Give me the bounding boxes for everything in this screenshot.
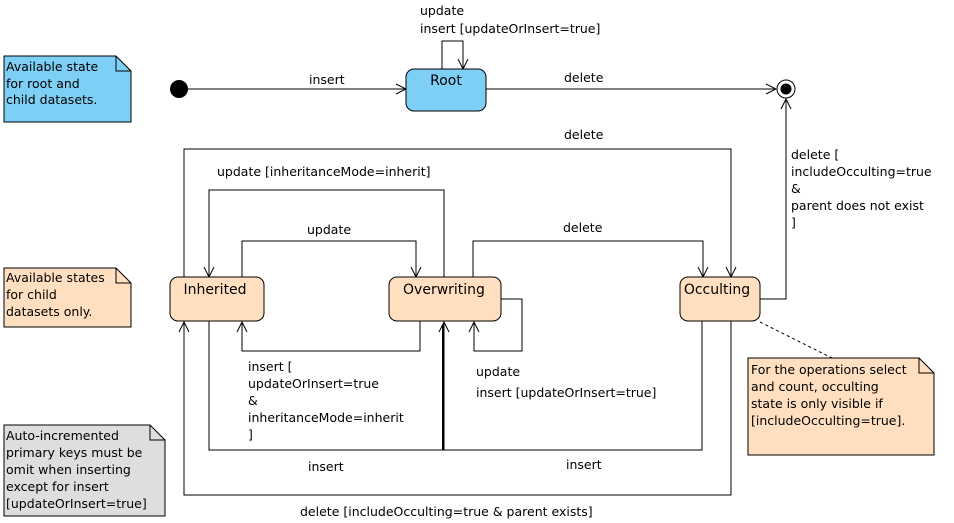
edge-overwriting-self-loop bbox=[474, 298, 523, 352]
note-occulting-visibility: For the operations select and count, occ… bbox=[747, 357, 935, 456]
note-child-line: datasets only. bbox=[6, 304, 92, 319]
note-occulting-line: For the operations select bbox=[751, 362, 907, 377]
edge-label-ow-insert: updateOrInsert=true bbox=[248, 376, 379, 391]
note-child-line: for child bbox=[6, 287, 57, 302]
edge-inherited-occulting-delete bbox=[183, 148, 731, 280]
edge-label-occulting-final: parent does not exist bbox=[791, 198, 924, 213]
edge-label-occ-insert: insert bbox=[566, 457, 602, 472]
state-overwriting-label: Overwriting bbox=[403, 282, 485, 298]
edge-label-ow-insert: inheritanceMode=inherit bbox=[248, 410, 404, 425]
state-inherited: Inherited bbox=[169, 276, 265, 322]
note-auto-line: Auto-incremented bbox=[6, 428, 119, 443]
initial-state bbox=[170, 80, 188, 98]
final-state bbox=[776, 79, 796, 99]
edge-label-bottom-delete: delete [includeOcculting=true & parent e… bbox=[300, 504, 593, 519]
note-occulting-line: and count, occulting bbox=[751, 379, 879, 394]
edge-label-ow-insert: & bbox=[248, 393, 258, 408]
note-auto-line: [updateOrInsert=true] bbox=[6, 496, 147, 511]
note-root-line: child datasets. bbox=[6, 92, 97, 107]
state-root: Root bbox=[405, 68, 487, 112]
edge-label-ow-delete: delete bbox=[563, 220, 603, 235]
edge-label-initial-insert: insert bbox=[309, 72, 345, 87]
edge-label-root-delete: delete bbox=[564, 70, 604, 85]
note-root-availability: Available state for root and child datas… bbox=[3, 55, 132, 123]
edge-occulting-overwriting-insert bbox=[444, 321, 703, 451]
note-occulting-line: [includeOcculting=true]. bbox=[751, 413, 905, 428]
edge-label-root-self-insert: insert [updateOrInsert=true] bbox=[420, 21, 600, 36]
state-occulting: Occulting bbox=[679, 276, 761, 322]
edge-label-outer-delete: delete bbox=[564, 127, 604, 142]
note-auto-line: omit when inserting bbox=[6, 462, 131, 477]
note-anchor-line bbox=[759, 321, 833, 359]
edge-root-self-loop bbox=[441, 40, 463, 69]
edge-label-occulting-final: ] bbox=[791, 215, 796, 230]
note-occulting-line: state is only visible if bbox=[751, 396, 883, 411]
edge-overwriting-occulting-delete bbox=[472, 240, 703, 277]
note-auto-increment: Auto-incremented primary keys must be om… bbox=[3, 424, 166, 517]
edge-label-occulting-final: includeOcculting=true bbox=[791, 164, 932, 179]
state-root-label: Root bbox=[430, 73, 462, 89]
edge-inherited-overwriting-update bbox=[241, 240, 416, 277]
edge-label-inherit-update: update [inheritanceMode=inherit] bbox=[217, 164, 431, 179]
state-overwriting: Overwriting bbox=[388, 276, 502, 322]
note-auto-line: except for insert bbox=[6, 479, 109, 494]
edge-label-ow-insert: ] bbox=[248, 427, 253, 442]
edge-label-ow-insert: insert [ bbox=[248, 359, 293, 374]
note-child-line: Available states bbox=[6, 270, 105, 285]
edge-label-inh-insert: insert bbox=[308, 459, 344, 474]
edge-label-ow-self-update: update bbox=[476, 364, 520, 379]
edge-label-occulting-final: & bbox=[791, 181, 801, 196]
state-inherited-label: Inherited bbox=[183, 282, 246, 298]
edge-label-small-update: update bbox=[307, 222, 351, 237]
edge-occulting-final-delete bbox=[760, 99, 786, 300]
edge-label-root-self-update: update bbox=[420, 3, 464, 18]
edge-occulting-inherited-delete bbox=[184, 321, 732, 496]
edge-overwriting-inherited-update bbox=[209, 189, 445, 277]
edge-label-occulting-final: delete [ bbox=[791, 147, 839, 162]
state-occulting-label: Occulting bbox=[684, 282, 750, 298]
edge-overwriting-inherited-insert bbox=[242, 321, 421, 352]
edge-label-ow-self-insert: insert [updateOrInsert=true] bbox=[476, 385, 656, 400]
note-auto-line: primary keys must be bbox=[6, 445, 143, 460]
note-child-availability: Available states for child datasets only… bbox=[3, 267, 132, 328]
note-root-line: for root and bbox=[6, 76, 80, 91]
note-root-line: Available state bbox=[6, 59, 99, 74]
